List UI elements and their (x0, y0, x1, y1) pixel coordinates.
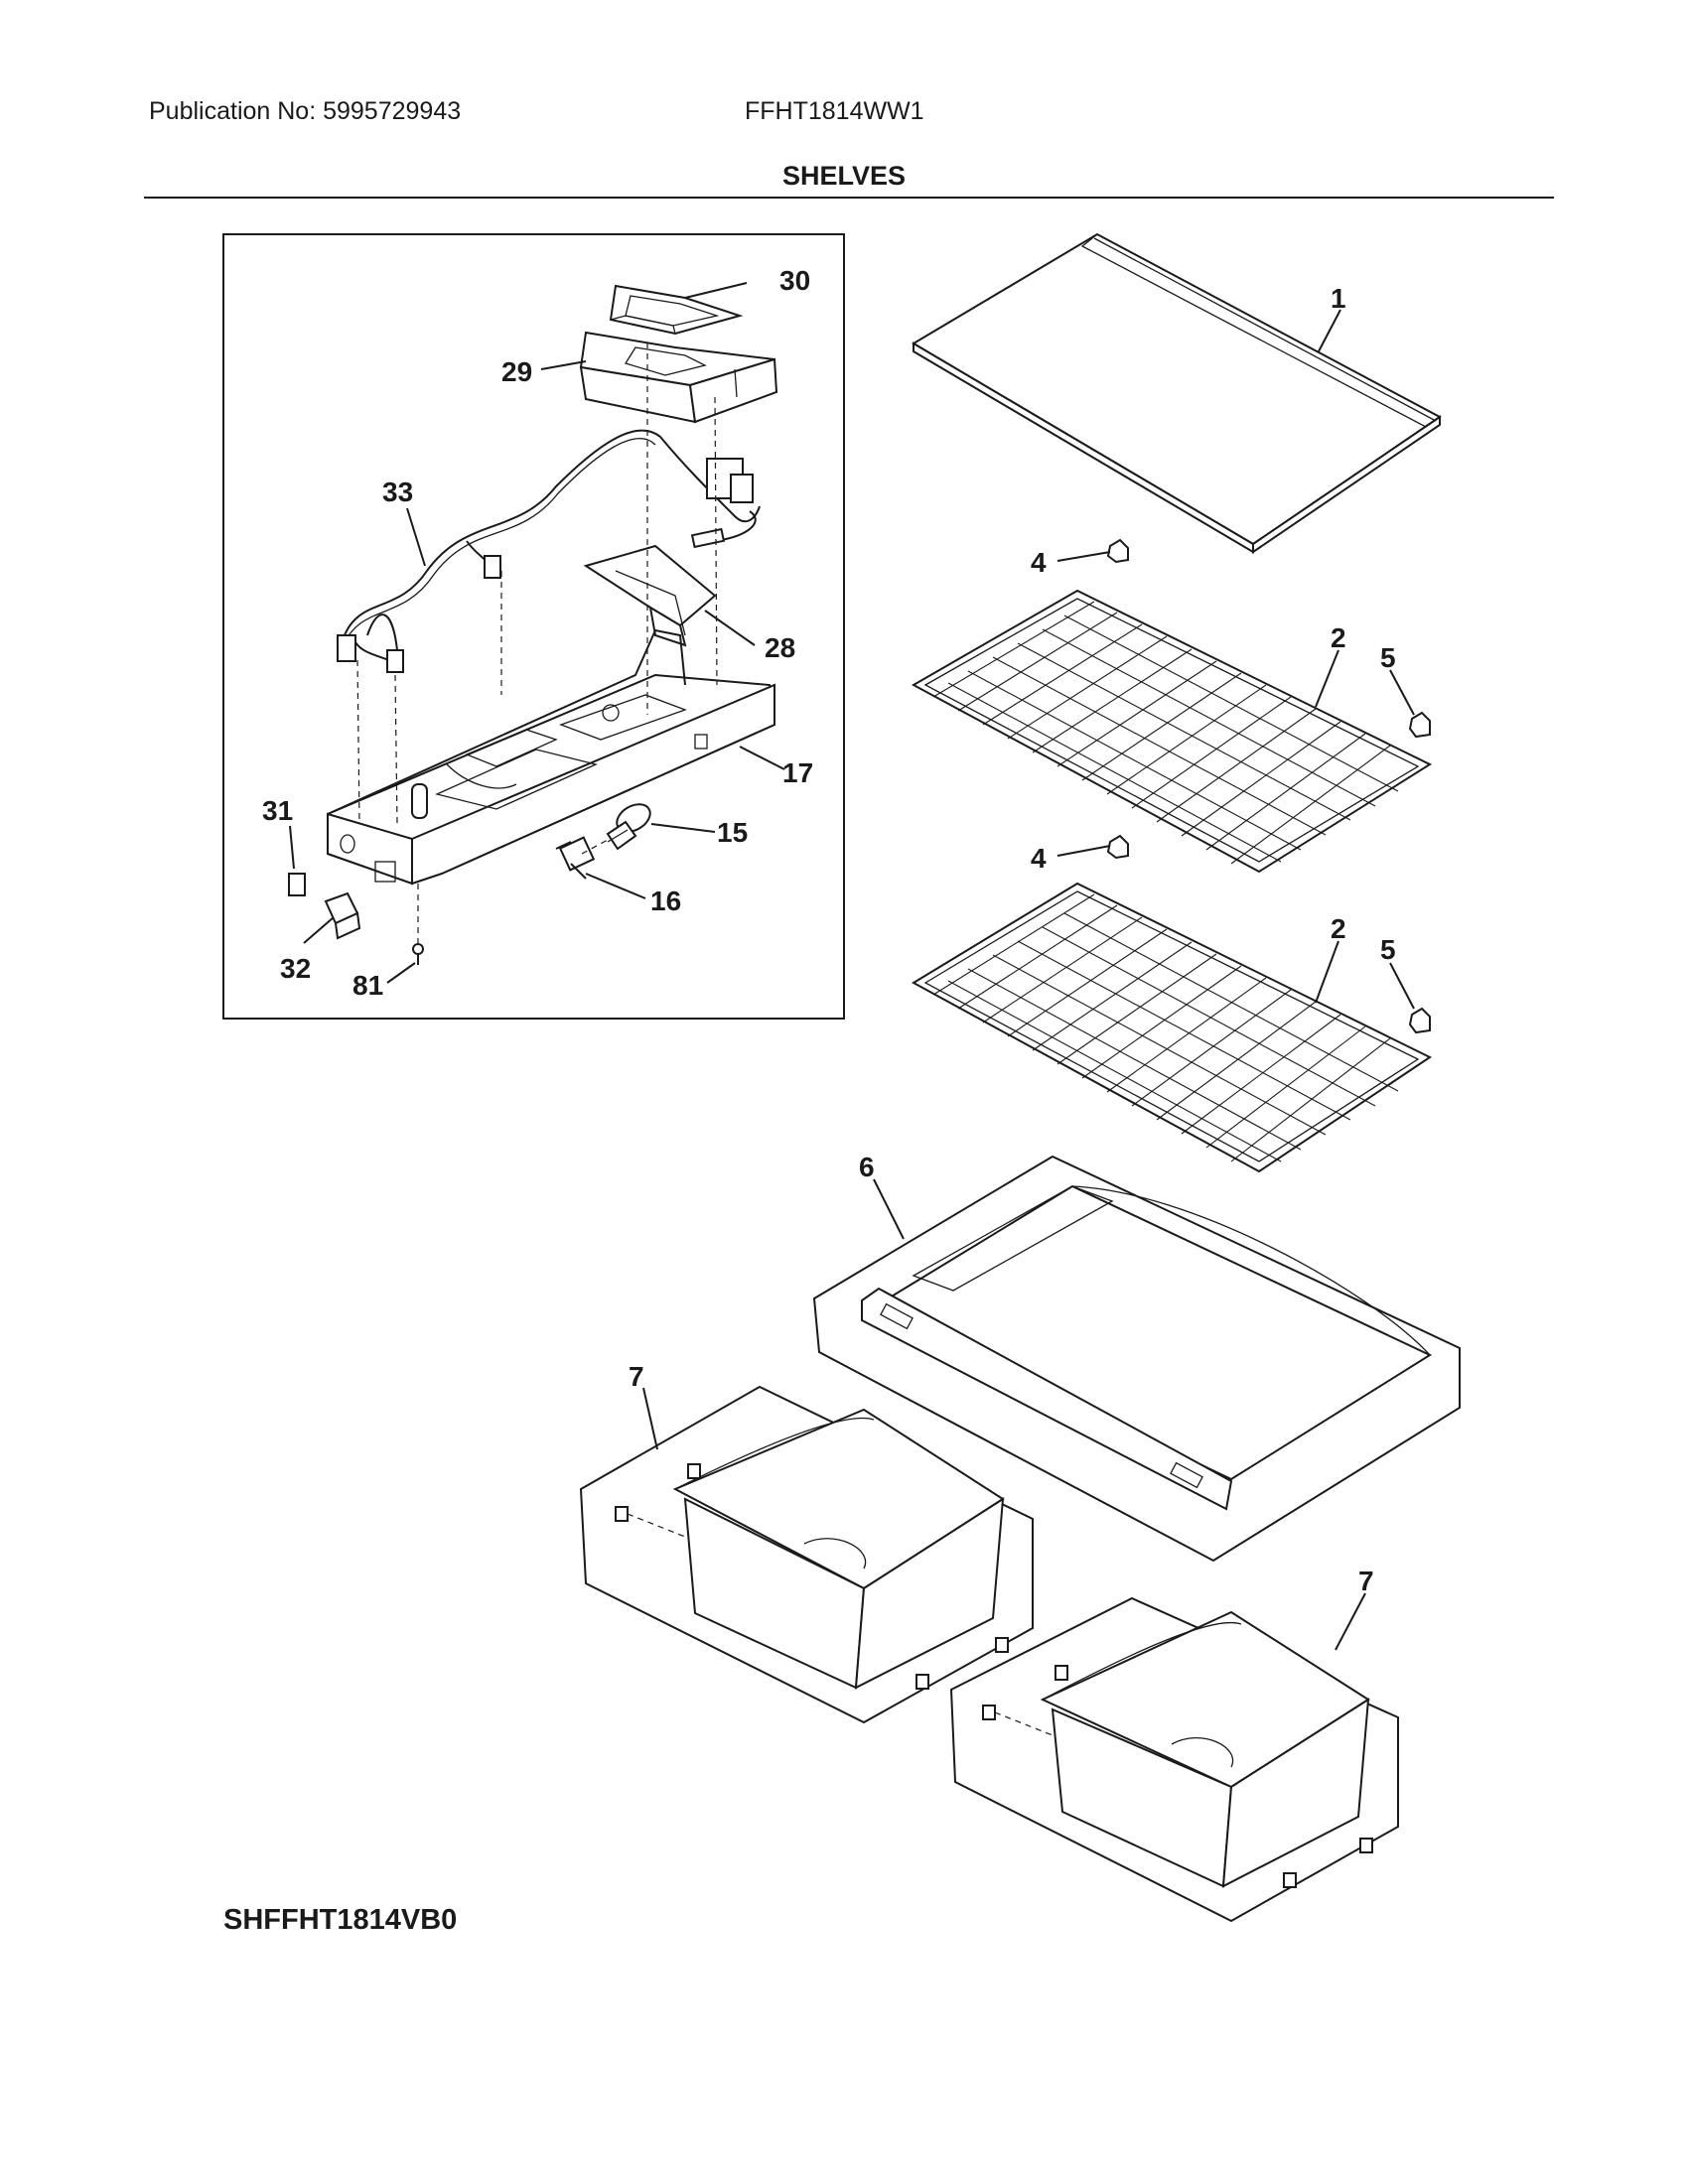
callout-5-lower: 5 (1380, 934, 1396, 965)
callout-17: 17 (782, 757, 813, 788)
part-17-control-housing (327, 628, 776, 886)
callout-1: 1 (1331, 283, 1346, 314)
part-6-crisper-cover (812, 1155, 1461, 1563)
callout-2-upper: 2 (1331, 622, 1346, 653)
callout-7-right: 7 (1358, 1566, 1374, 1596)
part-4-support-lower (1106, 834, 1129, 860)
model-number: FFHT1814WW1 (745, 97, 924, 125)
part-31-clip (288, 873, 306, 896)
callout-28: 28 (765, 632, 795, 663)
callout-6: 6 (859, 1152, 875, 1182)
part-15-bulb (606, 803, 651, 851)
part-29-light-housing (579, 331, 778, 424)
part-33-wire-harness (337, 429, 761, 673)
callout-5-upper: 5 (1380, 642, 1396, 673)
figure-code: SHFFHT1814VB0 (223, 1904, 458, 1936)
callout-4-lower: 4 (1031, 843, 1047, 874)
publication-number: Publication No: 5995729943 (149, 97, 462, 125)
part-16-socket (555, 836, 596, 880)
callout-32: 32 (280, 953, 311, 984)
part-7-crisper-drawer-right (949, 1596, 1399, 1923)
part-5-support-lower (1408, 1007, 1431, 1034)
callout-30: 30 (779, 265, 810, 296)
callout-15: 15 (717, 817, 748, 848)
part-1-glass-shelf (912, 232, 1442, 554)
header-rule (144, 197, 1554, 199)
leaders-inset (289, 282, 785, 984)
control-housing-inset: 30 29 33 28 17 31 15 16 32 81 (222, 233, 845, 1020)
part-5-support-upper (1408, 711, 1431, 739)
callout-33: 33 (382, 477, 413, 507)
callout-2-lower: 2 (1331, 913, 1346, 944)
callout-16: 16 (650, 886, 681, 916)
part-30-lens (609, 284, 744, 336)
part-28-air-diffuser (583, 544, 717, 647)
callout-4-upper: 4 (1031, 547, 1047, 578)
part-2-wire-shelf-upper (911, 589, 1433, 874)
part-32-switch (324, 891, 361, 940)
part-7-crisper-drawer-left (579, 1385, 1034, 1724)
assembly-lines-inset (356, 342, 718, 943)
part-2-wire-shelf-lower (911, 882, 1432, 1173)
leaders-right (642, 309, 1415, 1651)
section-title: SHELVES (781, 161, 907, 191)
callout-29: 29 (501, 356, 532, 387)
callout-31: 31 (262, 795, 293, 826)
callout-7-left: 7 (629, 1361, 644, 1392)
part-4-support-upper (1106, 538, 1129, 564)
callout-81: 81 (352, 970, 383, 1001)
part-81-screw (412, 943, 424, 965)
